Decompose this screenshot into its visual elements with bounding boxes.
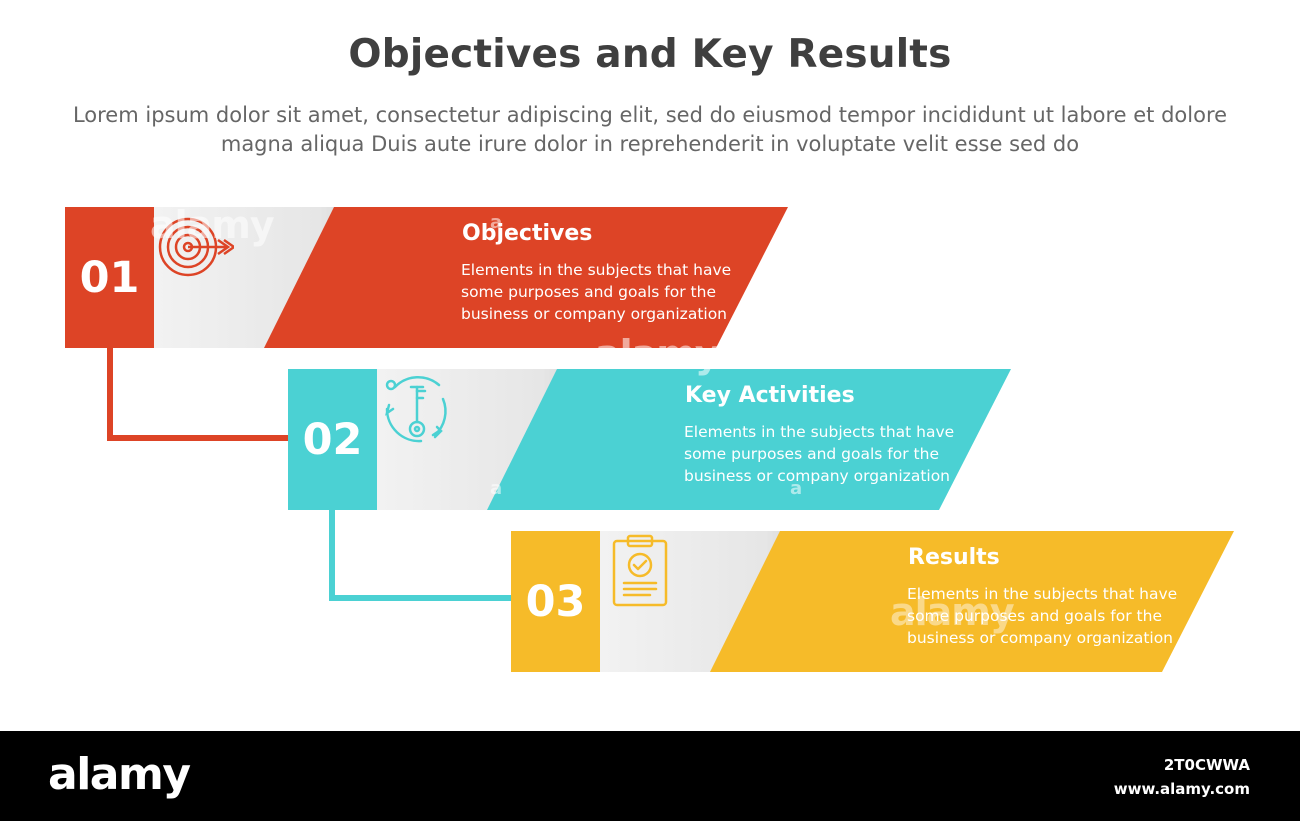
- step-description: Elements in the subjects that have some …: [461, 261, 732, 323]
- watermark-letter: a: [790, 478, 803, 499]
- connector-1-2: [107, 346, 290, 441]
- image-credit: 2T0CWWA www.alamy.com: [1114, 753, 1250, 801]
- step-number: 03: [511, 531, 600, 672]
- clipboard-check-icon: [612, 534, 668, 607]
- step-band: Objectives Elements in the subjects that…: [154, 207, 788, 348]
- page-subtitle: Lorem ipsum dolor sit amet, consectetur …: [72, 103, 1228, 156]
- step-title: Results: [908, 545, 1000, 570]
- step-description: Elements in the subjects that have some …: [684, 423, 955, 485]
- watermark: alamy: [595, 332, 720, 376]
- step-number: 02: [288, 369, 377, 510]
- brand-logo: alamy: [48, 749, 191, 800]
- watermark-letter: a: [490, 478, 503, 499]
- step-band: Results Elements in the subjects that ha…: [600, 531, 1234, 672]
- step-objectives: 01 Objectives Elements in the subje: [65, 207, 788, 348]
- step-title: Key Activities: [685, 383, 855, 408]
- step-description: Elements in the subjects that have some …: [907, 585, 1178, 647]
- watermark-letter: a: [490, 212, 503, 233]
- step-number: 01: [65, 207, 154, 348]
- page-title: Objectives and Key Results: [348, 32, 952, 77]
- watermark: alamy: [890, 590, 1015, 634]
- image-id: 2T0CWWA: [1163, 756, 1250, 774]
- connector-2-3: [329, 508, 514, 601]
- footer-bar: alamy 2T0CWWA www.alamy.com: [0, 731, 1300, 821]
- site-url: www.alamy.com: [1113, 780, 1250, 798]
- watermark: alamy: [150, 203, 275, 247]
- step-title: Objectives: [462, 221, 593, 246]
- step-key-activities: 02: [288, 369, 1011, 510]
- step-results: 03 Results Elements in the subjects that…: [511, 531, 1234, 672]
- target-dart-icon: [158, 217, 234, 277]
- key-cycle-icon: [385, 375, 447, 443]
- step-band: Key Activities Elements in the subjects …: [377, 369, 1011, 510]
